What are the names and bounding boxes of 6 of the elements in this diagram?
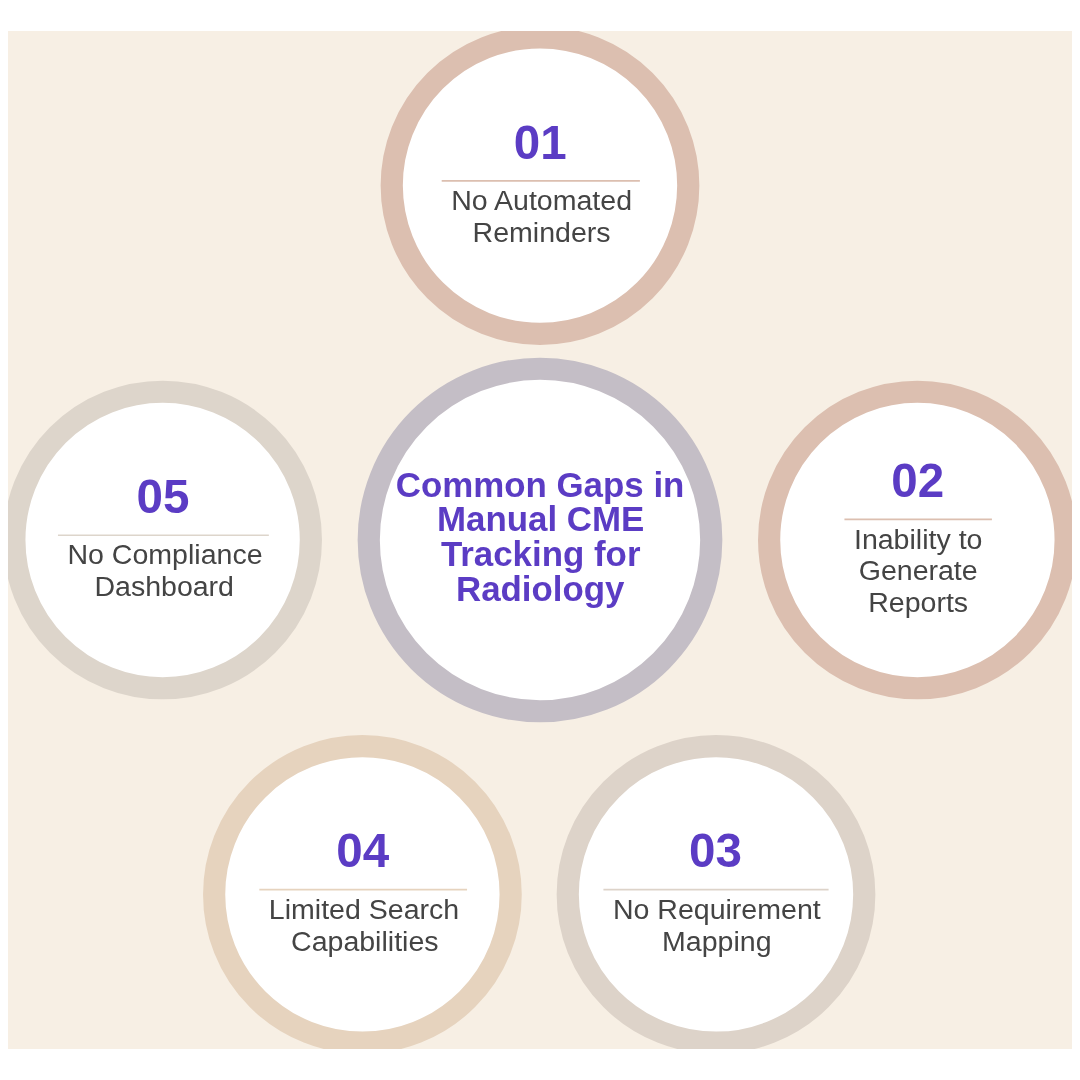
node-circle: 02 Inability to Generate Reports [758, 380, 1072, 700]
node-circle: 01 No Automated Reminders [380, 31, 700, 345]
node-circle: 03 No Requirement Mapping [556, 735, 876, 1049]
node-circle: 04 Limited Search Capabilities [203, 735, 522, 1049]
node-circle: 05 No Compliance Dashboard [8, 380, 322, 700]
node-circle: Common Gaps in Manual CME Tracking for Radiology [357, 357, 723, 723]
